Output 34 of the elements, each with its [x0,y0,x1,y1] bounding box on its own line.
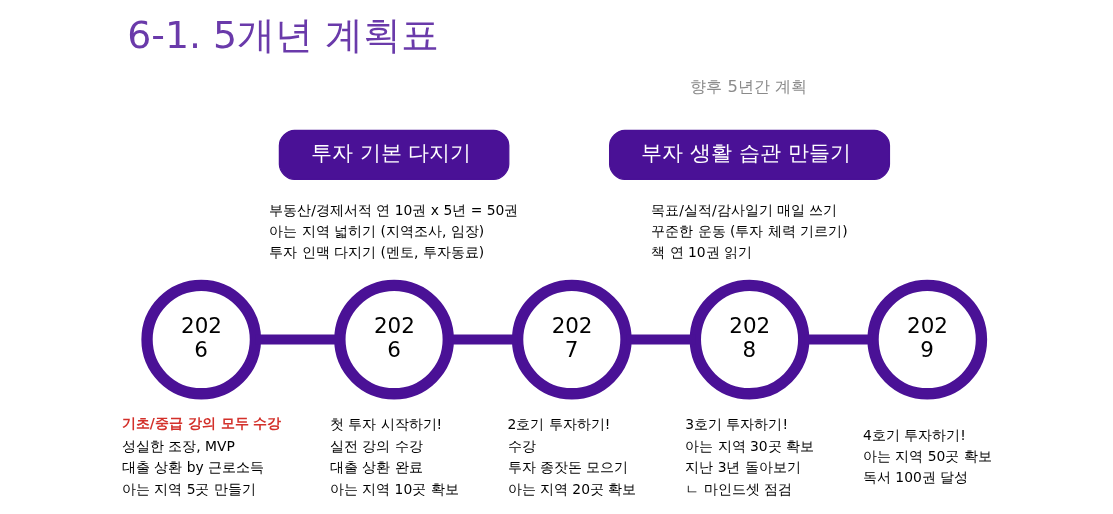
node-label: ㄴ 마인드셋 점검 [684,480,792,497]
node-label: 아는 지역 50곳 확보 [862,447,992,464]
node-label: 성실한 조장, MVP [121,437,235,454]
node-label: 부동산/경제서적 연 10권 x 5년 = 50권 [268,201,518,218]
node-label: 책 연 10권 읽기 [650,244,752,261]
node-label: 독서 100권 달성 [862,469,968,486]
node-label: 꾸준한 운동 (투자 체력 기르기) [650,222,848,239]
node-circle: 202 7 [511,279,632,400]
node-circle: 202 8 [689,279,809,400]
node-box: 투자 기본 다지기 [278,129,509,181]
node-label: 아는 지역 30곳 확보 [684,437,814,454]
node-label: 지난 3년 돌아보기 [684,459,801,476]
node-label: 대출 상환 by 근로소득 [121,459,264,476]
diagram-title: 6-1. 5개년 계획표 [126,13,439,58]
label: 향후 5년간 계획 [689,76,807,96]
node-label: 4호기 투자하기! [862,426,966,443]
node-label: 투자 인맥 다지기 (멘토, 투자동료) [268,244,484,261]
node-label: 아는 지역 5곳 만들기 [121,480,256,497]
node-label: 아는 지역 10곳 확보 [329,480,459,497]
node-label: 첫 투자 시작하기! [329,416,442,433]
node-label: 수강 [507,437,536,454]
node-label: 기초/중급 강의 모두 수강 [121,415,281,432]
node-label: 실전 강의 수강 [329,437,423,454]
node-label: 투자 종잣돈 모으기 [507,459,628,476]
node-circle: 202 9 [866,279,987,400]
node-label: 목표/실적/감사일기 매일 쓰기 [650,201,837,218]
node-label: 아는 지역 20곳 확보 [507,480,636,497]
node-circle: 202 6 [333,279,454,400]
node-label: 대출 상환 완료 [329,459,423,476]
node-label: 아는 지역 넓히기 (지역조사, 임장) [268,222,484,239]
node-circle: 202 6 [140,279,261,400]
node-box: 부자 생활 습관 만들기 [608,129,890,181]
node-label: 3호기 투자하기! [684,416,788,433]
node-label: 2호기 투자하기! [507,416,610,433]
